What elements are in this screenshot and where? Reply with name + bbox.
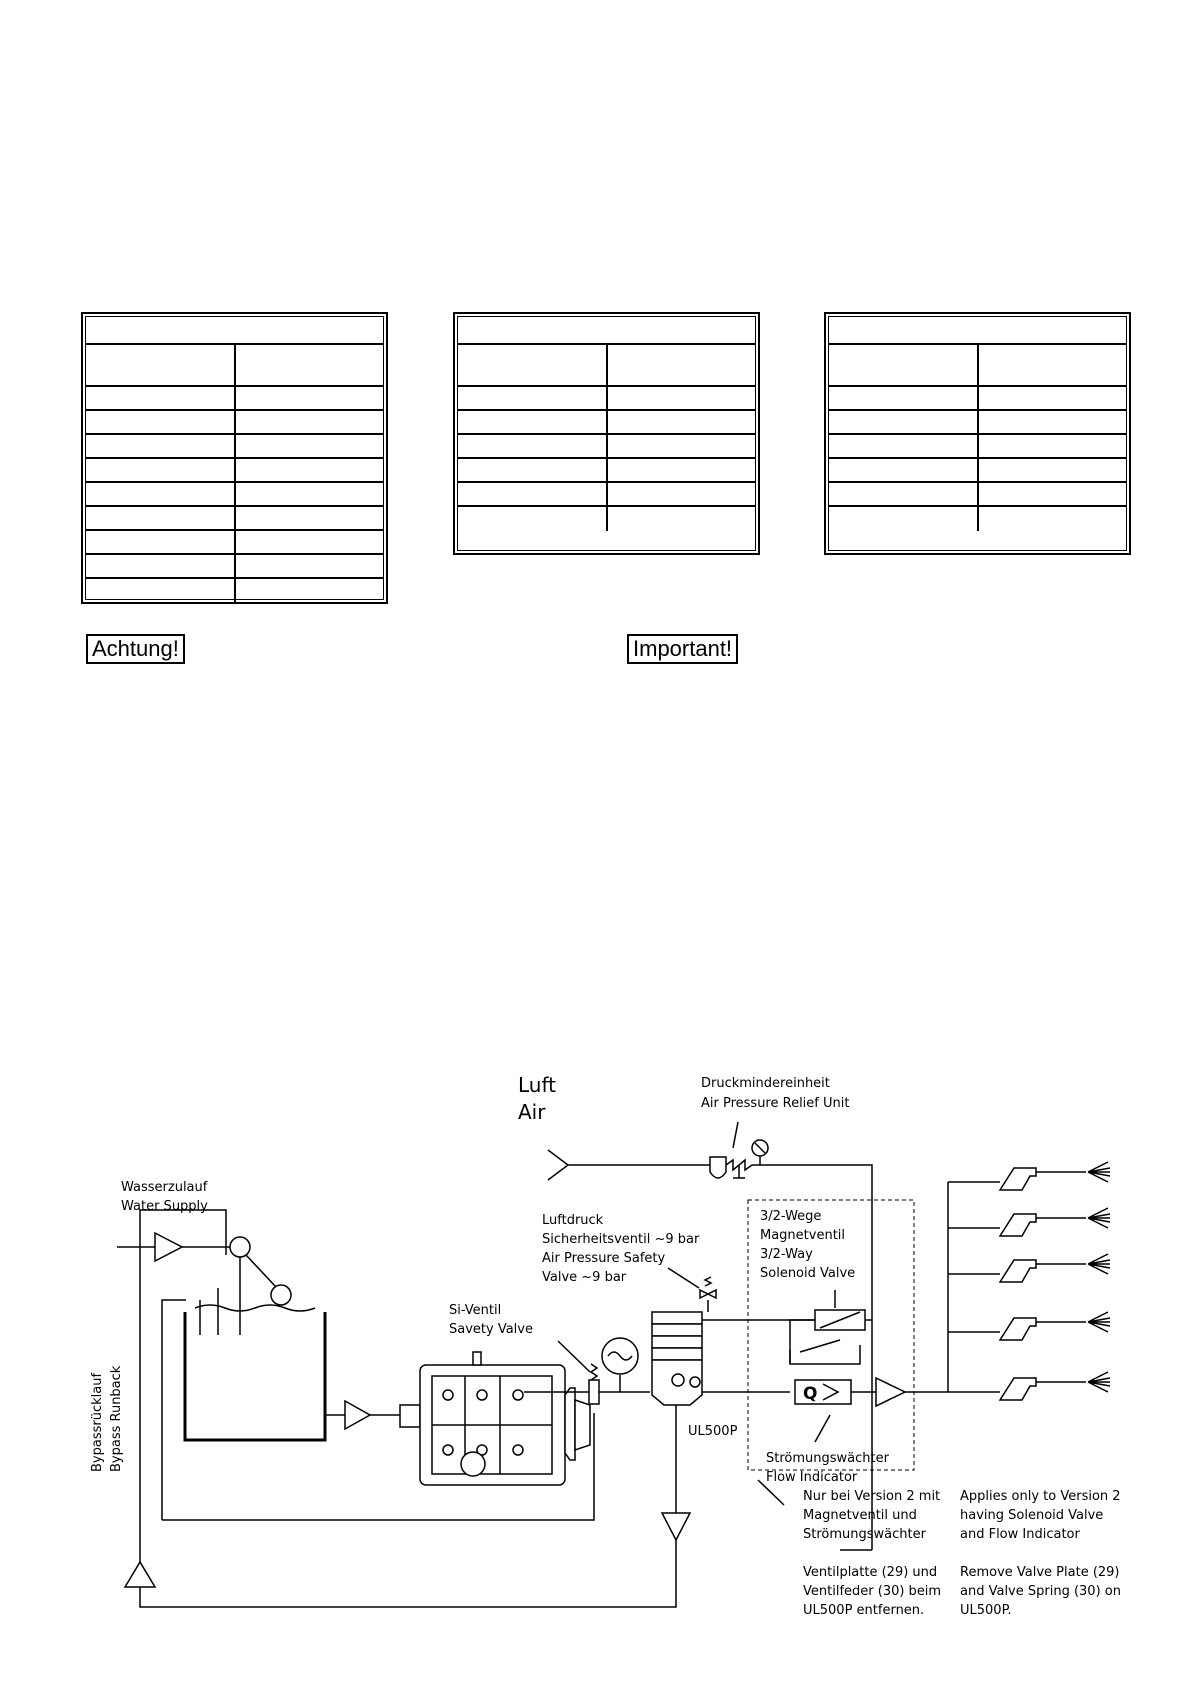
note-en-line-1: Applies only to Version 2 <box>960 1489 1121 1504</box>
flow-indicator: Q <box>794 1379 852 1405</box>
table-row <box>86 483 383 507</box>
table-row <box>458 411 755 435</box>
solenoid-label-3: 3/2-Way <box>760 1247 813 1262</box>
note-de-line-2: Magnetventil und <box>803 1508 917 1523</box>
air-inlet-symbol <box>547 1149 570 1181</box>
flow-indicator-label-de: Strömungswächter <box>766 1451 890 1466</box>
note-de-line-4: Ventilplatte (29) und <box>803 1565 937 1580</box>
table-row <box>829 507 1126 531</box>
table-header-row <box>458 317 755 345</box>
suction-arrow <box>344 1399 372 1431</box>
note-en-line-2: having Solenoid Valve <box>960 1508 1103 1523</box>
table-row <box>86 459 383 483</box>
flow-indicator-symbol: Q <box>803 1384 817 1404</box>
table-row <box>458 507 755 531</box>
pressure-unit-label-en: Air Pressure Relief Unit <box>701 1096 849 1111</box>
pump <box>399 1351 591 1486</box>
solenoid-label-2: Magnetventil <box>760 1228 845 1243</box>
table-row <box>458 435 755 459</box>
table-row <box>86 435 383 459</box>
table-row <box>829 483 1126 507</box>
table-header-row <box>86 317 383 345</box>
note-en-line-6: UL500P. <box>960 1603 1012 1618</box>
note-en-line-3: and Flow Indicator <box>960 1527 1080 1542</box>
note-en-line-4: Remove Valve Plate (29) <box>960 1565 1120 1580</box>
installation-diagram: Luft Air Druckmindereinheit Air Pressure… <box>90 1073 1121 1618</box>
table-header-row <box>829 317 1126 345</box>
table-row <box>86 555 383 579</box>
table-row <box>86 531 383 555</box>
spray-gun-3 <box>948 1253 1111 1283</box>
version-2-box <box>747 1199 915 1471</box>
spray-gun-2 <box>948 1207 1111 1237</box>
bypass-label-en: Bypass Runback <box>109 1365 124 1472</box>
table-row <box>86 579 383 603</box>
note-de-line-5: Ventilfeder (30) beim <box>803 1584 941 1599</box>
model-label: UL500P <box>688 1424 738 1439</box>
spray-gun-4 <box>948 1311 1111 1341</box>
air-pressure-safety-valve <box>699 1276 717 1312</box>
note-de-line-1: Nur bei Version 2 mit <box>803 1489 940 1504</box>
spec-table-1 <box>81 312 388 604</box>
bypass-arrow-down <box>660 1512 692 1542</box>
float-ball <box>270 1284 292 1306</box>
solenoid-label-4: Solenoid Valve <box>760 1266 855 1281</box>
air-pressure-relief-unit <box>709 1121 769 1179</box>
bypass-label-de: Bypassrücklauf <box>90 1373 105 1472</box>
spec-table-2 <box>453 312 760 555</box>
table-row <box>829 459 1126 483</box>
bypass-arrow-up <box>123 1560 157 1588</box>
table-row <box>829 411 1126 435</box>
table-row <box>829 387 1126 411</box>
float-valve-pivot <box>229 1236 251 1258</box>
air-line-to-solenoid <box>760 1164 873 1550</box>
water-supply-label-en: Water Supply <box>121 1199 208 1214</box>
table-row <box>829 435 1126 459</box>
bypass-runback-line <box>139 1209 227 1595</box>
table-row <box>86 507 383 531</box>
warning-label-de: Achtung! <box>86 634 185 664</box>
spray-gun-1 <box>948 1161 1111 1191</box>
note-de-line-6: UL500P entfernen. <box>803 1603 924 1618</box>
water-flow-arrow <box>154 1231 184 1263</box>
air-safety-valve-label-1: Luftdruck <box>542 1213 604 1228</box>
solenoid-valve <box>789 1309 872 1365</box>
note-en-line-5: and Valve Spring (30) on <box>960 1584 1121 1599</box>
flow-indicator-label-en: Flow Indicator <box>766 1470 858 1485</box>
si-valve-label-de: Si-Ventil <box>449 1303 501 1318</box>
spray-gun-5 <box>948 1371 1111 1401</box>
air-label-en: Air <box>518 1100 546 1124</box>
table-row <box>86 411 383 435</box>
warning-label-en: Important! <box>627 634 739 664</box>
air-label-de: Luft <box>518 1073 556 1097</box>
table-row <box>458 345 755 387</box>
table-row <box>458 459 755 483</box>
table-row <box>458 387 755 411</box>
water-supply-label-de: Wasserzulauf <box>121 1180 208 1195</box>
table-row <box>86 387 383 411</box>
pressure-flow-arrow <box>875 1376 907 1408</box>
air-safety-valve-label-4: Valve ~9 bar <box>542 1270 627 1285</box>
unloader-valve-ul500p <box>651 1311 703 1406</box>
table-row <box>86 345 383 387</box>
solenoid-label-1: 3/2-Wege <box>760 1209 821 1224</box>
air-safety-valve-label-3: Air Pressure Safety <box>542 1251 666 1266</box>
air-safety-valve-label-2: Sicherheitsventil ~9 bar <box>542 1232 700 1247</box>
table-row <box>829 345 1126 387</box>
note-de-line-3: Strömungswächter <box>803 1527 927 1542</box>
pressure-unit-label-de: Druckmindereinheit <box>701 1076 830 1091</box>
safety-valve <box>588 1363 600 1405</box>
spec-table-3 <box>824 312 1131 555</box>
si-valve-label-en: Savety Valve <box>449 1322 533 1337</box>
water-tank <box>183 1288 327 1442</box>
table-row <box>458 483 755 507</box>
